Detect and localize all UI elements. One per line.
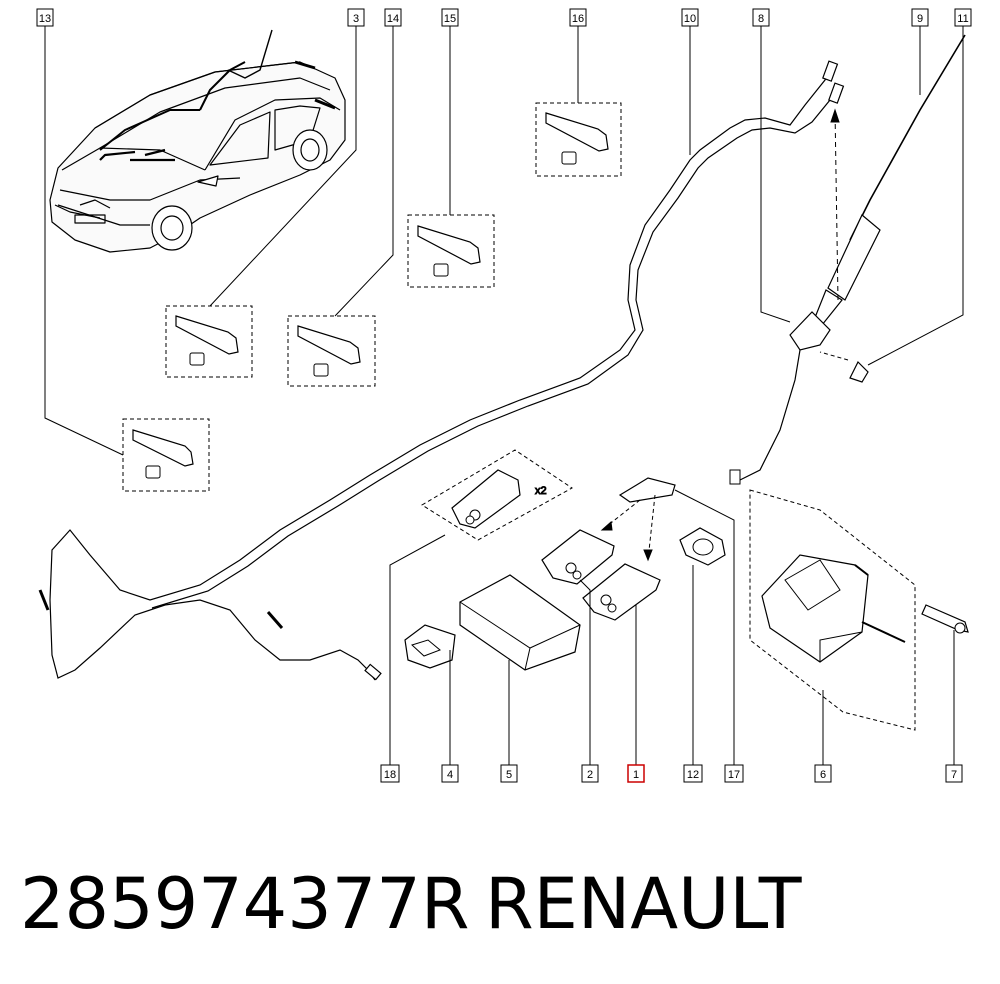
keycard-group-x2: x2 [421,449,573,541]
key-group-15 [407,214,495,288]
svg-text:11: 11 [957,13,968,25]
callout-9: 9 [911,8,929,27]
callout-5: 5 [500,764,518,783]
callout-18: 18 [380,764,400,783]
svg-text:7: 7 [951,769,957,781]
callout-14: 14 [384,8,402,27]
svg-text:5: 5 [506,769,512,781]
callout-10: 10 [681,8,699,27]
svg-text:12: 12 [687,769,699,781]
callout-8: 8 [752,8,770,27]
clip-12 [679,527,726,566]
svg-text:10: 10 [684,13,696,25]
svg-text:9: 9 [917,13,923,25]
svg-text:14: 14 [387,13,399,25]
key-group-13 [122,418,210,492]
svg-text:3: 3 [353,13,359,25]
callout-3: 3 [347,8,365,27]
callout-2: 2 [581,764,599,783]
svg-text:4: 4 [447,769,453,781]
part-number: 285974377R [20,863,469,945]
callout-17: 17 [724,764,744,783]
svg-text:13: 13 [39,13,51,25]
svg-text:17: 17 [728,769,740,781]
keycard-2 [541,529,615,585]
key-group-16 [535,102,622,177]
callout-15: 15 [441,8,459,27]
svg-text:15: 15 [444,13,456,25]
car-illustration [49,29,346,253]
quantity-label: x2 [535,485,547,497]
callout-4: 4 [441,764,459,783]
callout-13: 13 [36,8,54,27]
brand-name: RENAULT [485,863,802,945]
antenna-cable-10 [38,60,845,681]
bolt-7 [921,604,969,634]
key-group-14 [287,315,376,387]
callout-6: 6 [814,764,832,783]
steering-lock-group-6 [749,489,916,731]
svg-text:2: 2 [587,769,593,781]
svg-text:6: 6 [820,769,826,781]
control-module-5 [459,574,581,671]
svg-text:8: 8 [758,13,764,25]
leader-lines [44,26,964,765]
keycard-1 [582,563,661,621]
svg-text:16: 16 [572,13,584,25]
antenna-assembly [729,34,966,485]
key-blade-17 [600,477,676,562]
svg-text:18: 18 [384,769,396,781]
callout-12: 12 [683,764,703,783]
card-reader-4 [404,624,456,669]
callout-16: 16 [569,8,587,27]
callout-7: 7 [945,764,963,783]
callout-11: 11 [954,8,972,27]
key-group-3 [165,305,253,378]
svg-text:1: 1 [633,769,639,781]
callout-1-highlighted: 1 [627,764,645,783]
